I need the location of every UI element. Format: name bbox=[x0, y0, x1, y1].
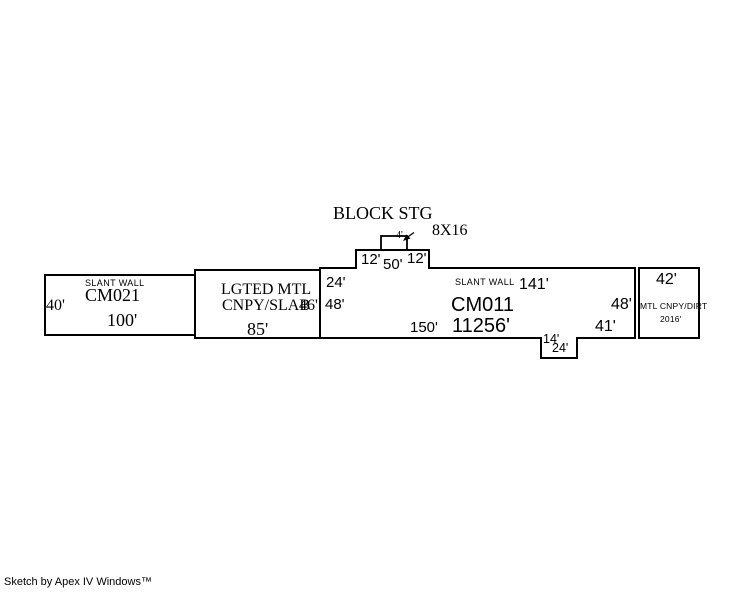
cm011-dim-upper-left: 24' bbox=[326, 274, 346, 291]
lgted-canopy-name-line1: LGTED MTL bbox=[221, 281, 312, 298]
mtl-canopy-dim-top: 42' bbox=[656, 271, 677, 288]
cm011-id: CM011 bbox=[451, 294, 514, 316]
cm011-dim-top: 141' bbox=[519, 276, 549, 293]
sketch-credit: Sketch by Apex IV Windows™ bbox=[4, 576, 152, 588]
cm011-dim-right: 48' bbox=[611, 296, 632, 313]
cm011-dim-bottom-right: 41' bbox=[595, 318, 616, 335]
cm011-bump-dim-right: 12' bbox=[407, 250, 427, 267]
cm011-notch-width-dim: 24' bbox=[552, 341, 569, 355]
lgted-canopy-dim-bottom: 85' bbox=[247, 319, 269, 339]
dimension-leader-arrow bbox=[403, 234, 411, 241]
lgted-canopy-dim-right: 46' bbox=[299, 297, 318, 314]
lgted-canopy-name-line2: CNPY/SLAB bbox=[222, 297, 311, 314]
cm021-id: CM021 bbox=[85, 285, 141, 305]
mtl-canopy-area: 2016' bbox=[660, 314, 682, 324]
mtl-canopy-name: MTL CNPY/DIRT bbox=[640, 301, 708, 311]
cm021-dim-bottom: 100' bbox=[107, 310, 138, 330]
cm011-bump-dim-center: 50' bbox=[383, 256, 403, 273]
cm021-wall-note: SLANT WALL bbox=[85, 278, 145, 288]
block-stg-title: BLOCK STG bbox=[333, 203, 433, 223]
cm011-dim-bottom: 150' bbox=[410, 319, 438, 336]
cm011-dim-left: 48' bbox=[325, 296, 345, 313]
mtl-canopy-outline bbox=[638, 267, 700, 339]
block-stg-outline bbox=[380, 235, 408, 251]
cm011-area: 11256' bbox=[452, 315, 510, 337]
cm021-dim-left: 40' bbox=[46, 297, 65, 314]
cm011-wall-note: SLANT WALL bbox=[455, 277, 515, 287]
cm011-bump-dim-left: 12' bbox=[361, 251, 381, 268]
cm011-notch-depth-dim: 14' bbox=[543, 332, 560, 346]
block-stg-offset-dim: 4' bbox=[396, 230, 403, 241]
cm011-outline bbox=[319, 249, 636, 359]
block-stg-size-dim: 8X16 bbox=[432, 222, 468, 239]
